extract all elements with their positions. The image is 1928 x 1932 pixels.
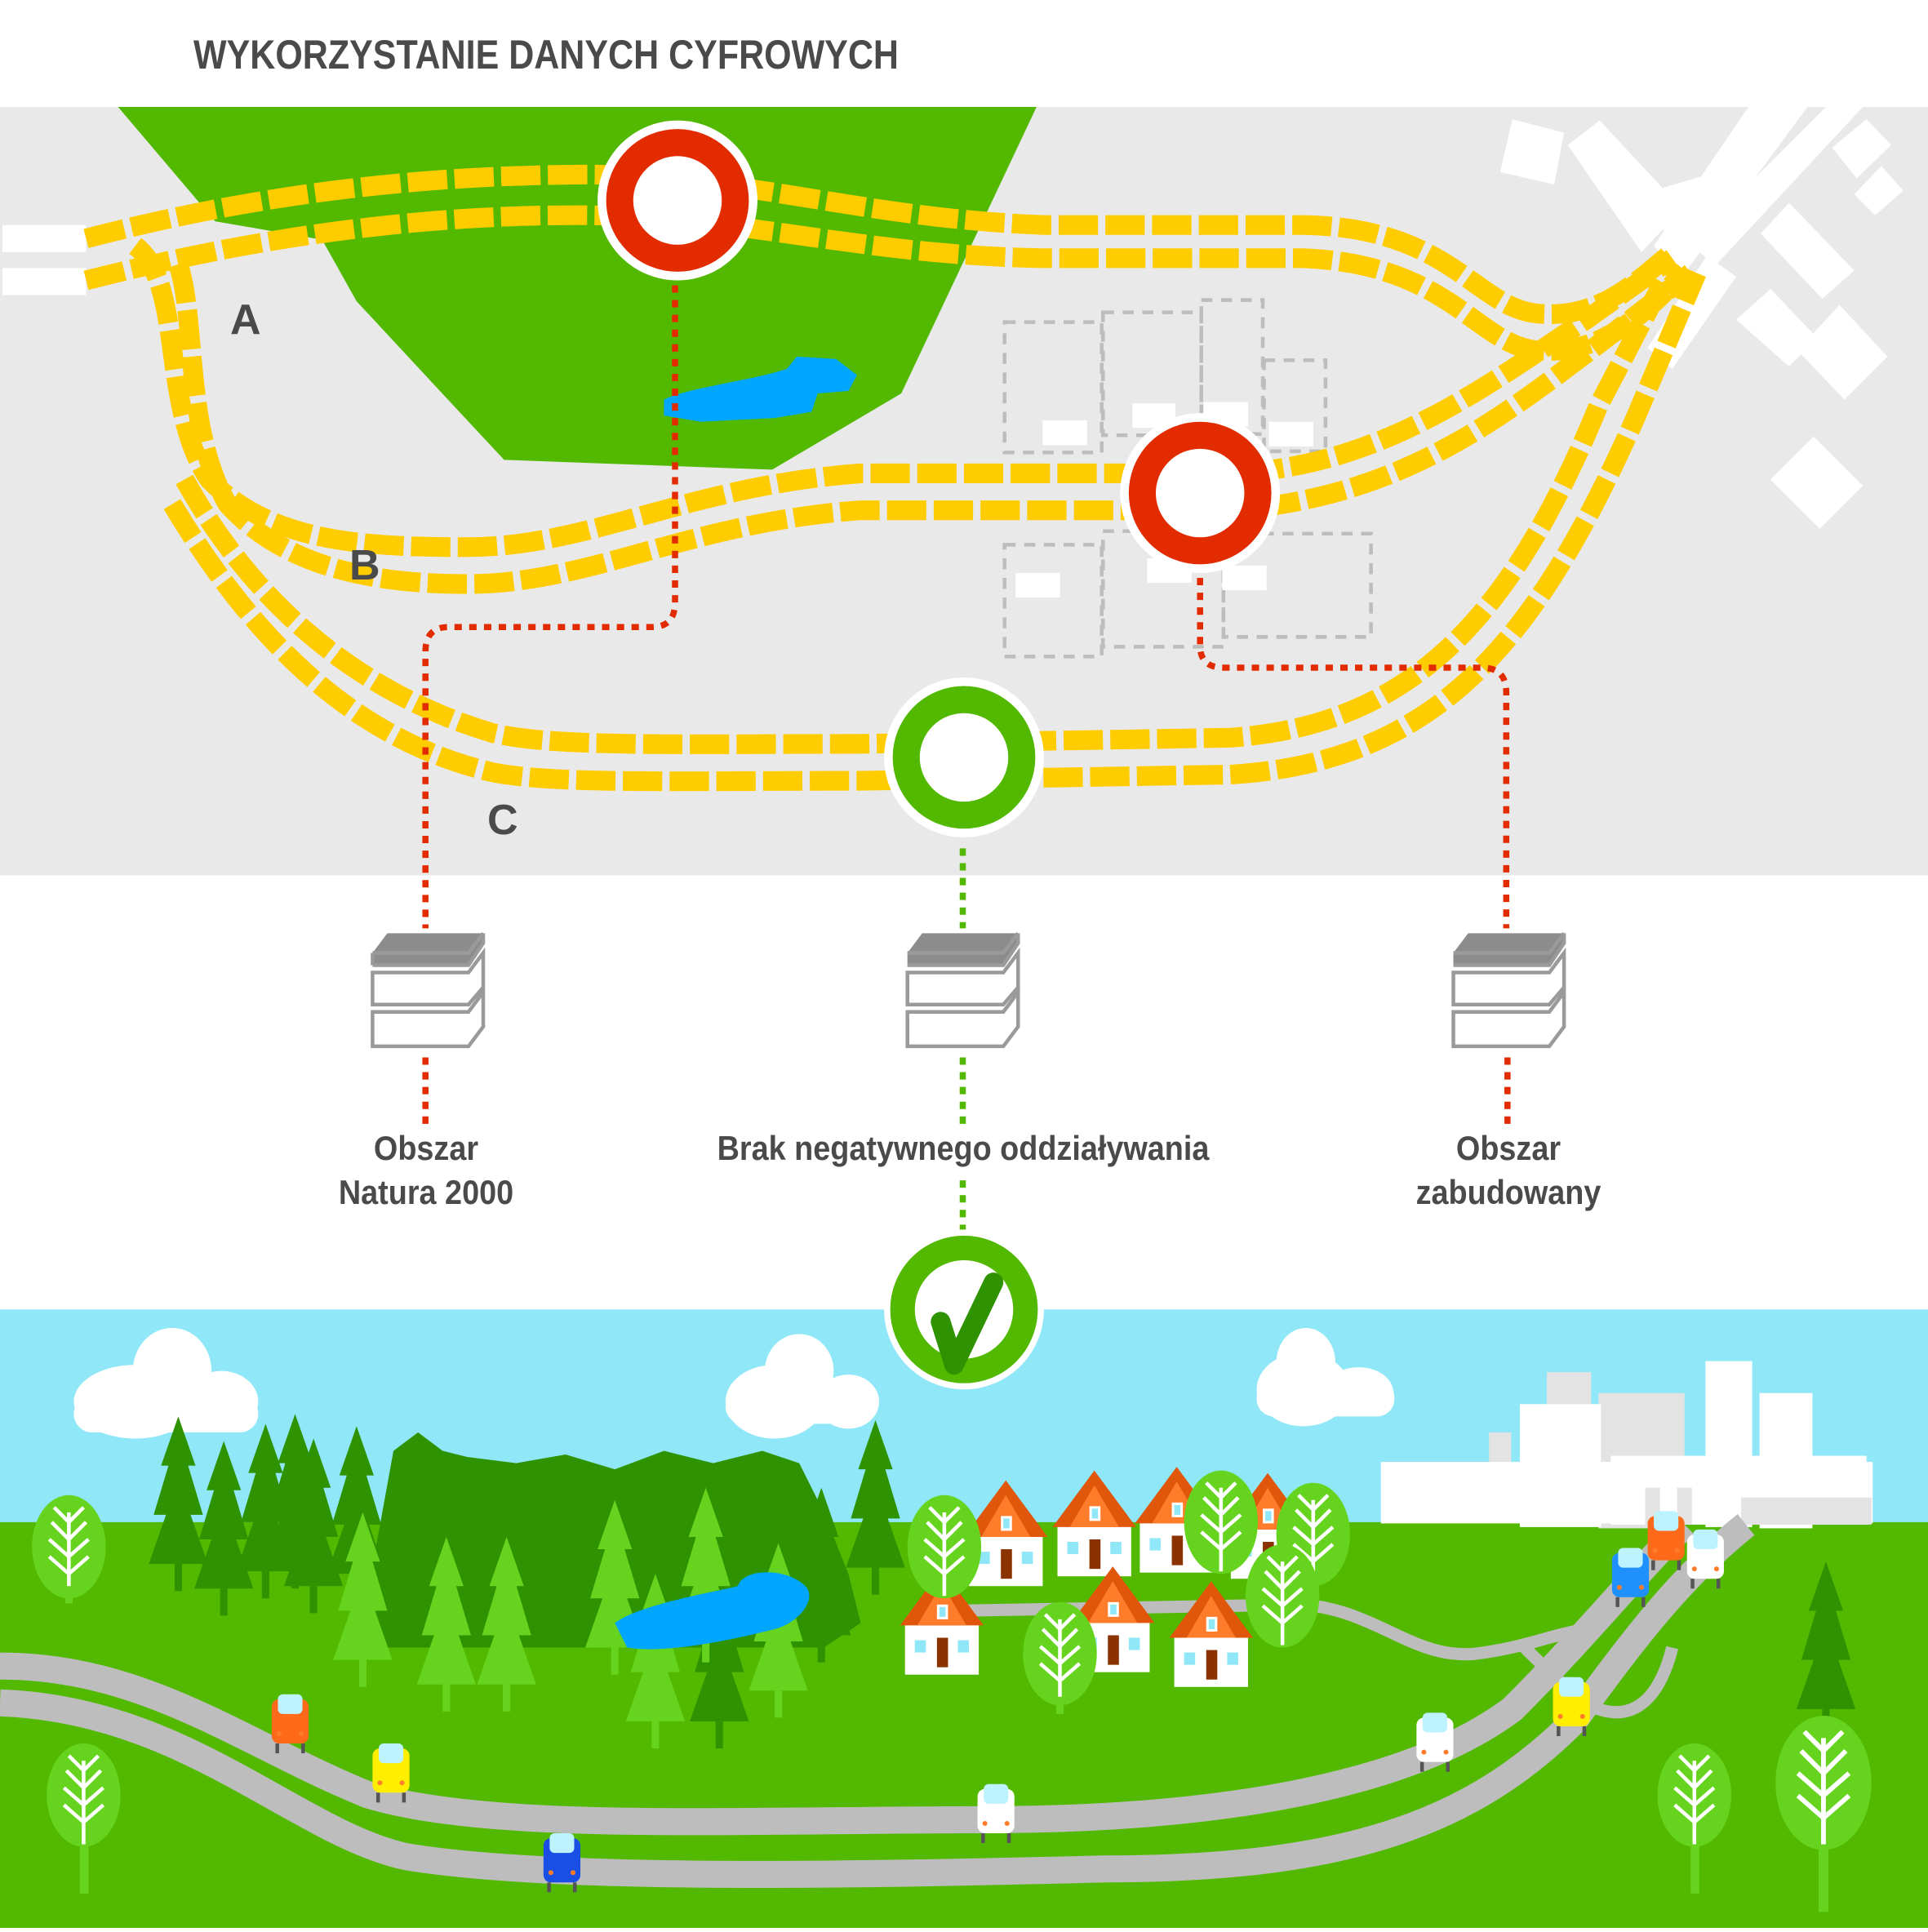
road-entry-block	[2, 224, 87, 252]
link-zabudowany	[1197, 577, 1510, 929]
status-ring-b	[1120, 413, 1281, 573]
link-natura-2000	[422, 285, 678, 929]
database-icon-brak	[905, 931, 1020, 1049]
route-c-lane-2	[163, 269, 1706, 792]
database-icon-zabudowany	[1451, 931, 1566, 1049]
road-entry-block	[2, 268, 87, 295]
route-a-lane-1	[83, 164, 1679, 324]
link-lines	[422, 285, 1511, 1236]
round-trees	[32, 1471, 1872, 1912]
city-skyline	[1380, 1361, 1873, 1529]
lake	[664, 356, 857, 422]
route-b-lane-1	[128, 238, 1678, 557]
status-ring-a	[598, 120, 757, 281]
forest-lake	[615, 1572, 810, 1650]
layer-label-line: zabudowany	[1415, 1173, 1601, 1211]
route-b-lane-2	[168, 261, 1697, 594]
layer-label-natura: Obszar Natura 2000	[316, 1126, 536, 1215]
route-label-b: B	[349, 542, 380, 589]
checkmark-icon	[931, 1272, 1004, 1375]
layer-label-line: Brak negatywnego oddziaływania	[717, 1129, 1210, 1167]
route-label-a: A	[230, 296, 261, 344]
layer-label-zabudowany: Obszar zabudowany	[1398, 1126, 1619, 1215]
layer-label-brak: Brak negatywnego oddziaływania	[669, 1126, 1257, 1170]
checkmark-badge	[884, 1229, 1044, 1390]
database-icon-natura	[371, 931, 486, 1049]
route-c-lane-1	[175, 260, 1681, 754]
route-label-c: C	[487, 797, 518, 844]
route-lines	[83, 164, 1706, 792]
layer-label-line: Obszar	[373, 1129, 479, 1167]
status-ring-c	[884, 677, 1044, 837]
clouds	[73, 1327, 1395, 1439]
layer-label-line: Natura 2000	[338, 1173, 514, 1211]
buildings	[1015, 402, 1313, 598]
city-blocks	[1499, 107, 1904, 529]
layer-label-line: Obszar	[1455, 1129, 1562, 1167]
page-title: WYKORZYSTANIE DANYCH CYFROWYCH	[193, 32, 899, 78]
